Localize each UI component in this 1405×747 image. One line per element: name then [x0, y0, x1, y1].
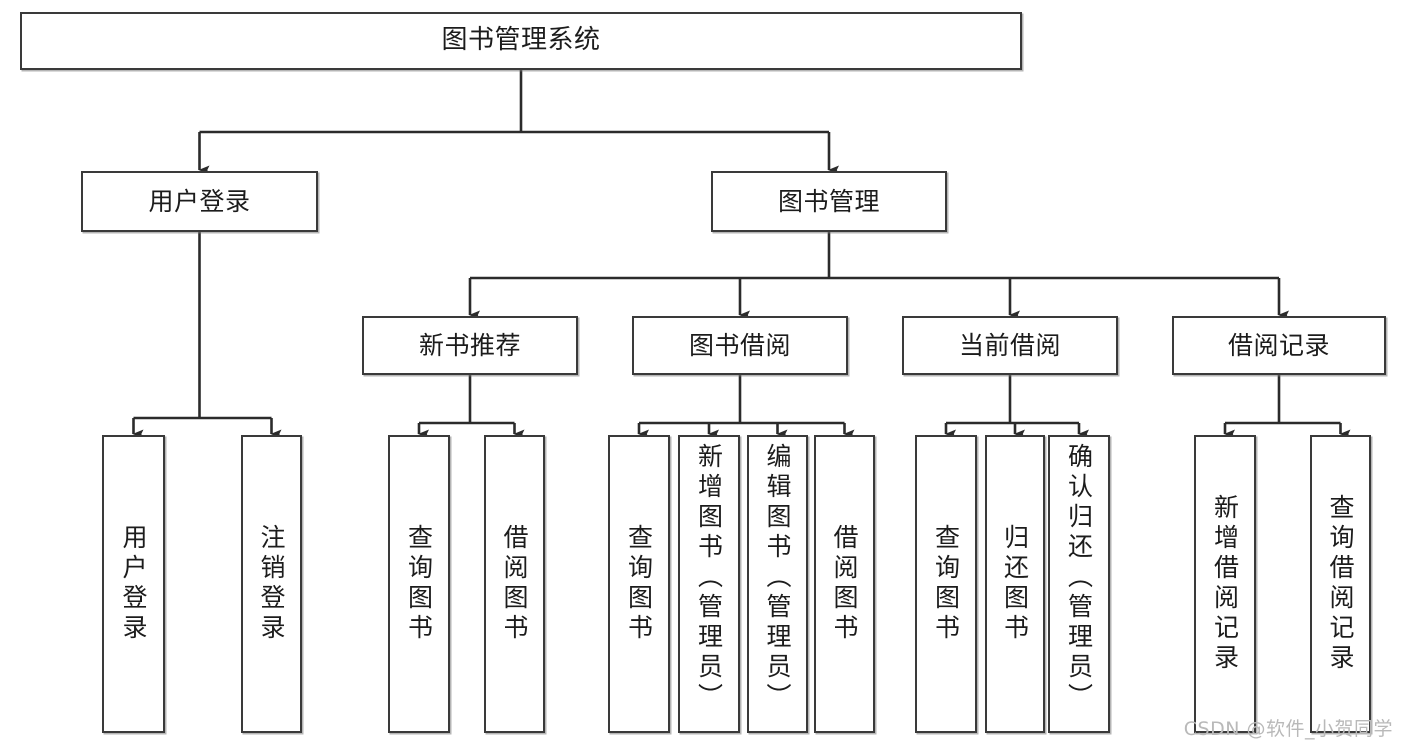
node-label: 图书借阅: [688, 330, 791, 360]
node-leaf-query-book-borrow[interactable]: 查询图书: [608, 435, 670, 733]
node-borrow-record[interactable]: 借阅记录: [1172, 316, 1386, 375]
node-label: 图书管理: [777, 186, 880, 216]
node-leaf-edit-book-admin[interactable]: 编辑图书（管理员）: [747, 435, 808, 733]
node-leaf-user-login[interactable]: 用户登录: [102, 435, 165, 733]
node-label: 新增借阅记录: [1210, 494, 1240, 674]
node-label: 用户登录: [148, 186, 251, 216]
node-leaf-add-borrow-record[interactable]: 新增借阅记录: [1194, 435, 1256, 733]
node-label: 借阅图书: [500, 524, 529, 644]
node-label: 新增图书（管理员）: [694, 443, 724, 713]
node-leaf-query-borrow-record[interactable]: 查询借阅记录: [1310, 435, 1371, 733]
node-leaf-query-book-current[interactable]: 查询图书: [915, 435, 977, 733]
node-label: 查询图书: [404, 524, 434, 644]
node-book-borrow[interactable]: 图书借阅: [632, 316, 848, 375]
node-new-book-recommendation[interactable]: 新书推荐: [362, 316, 578, 375]
node-book-management[interactable]: 图书管理: [711, 171, 947, 232]
node-label: 查询借阅记录: [1326, 494, 1355, 674]
node-user-login[interactable]: 用户登录: [81, 171, 318, 232]
node-label: 编辑图书（管理员）: [763, 443, 792, 713]
node-label: 借阅记录: [1227, 330, 1330, 360]
node-root-system[interactable]: 图书管理系统: [20, 12, 1022, 70]
csdn-watermark: CSDN @软件_小贺同学: [1183, 718, 1393, 740]
node-leaf-query-book-recommend[interactable]: 查询图书: [388, 435, 450, 733]
node-label: 新书推荐: [418, 330, 521, 360]
node-label: 当前借阅: [958, 330, 1061, 360]
node-leaf-add-book-admin[interactable]: 新增图书（管理员）: [678, 435, 740, 733]
node-label: 借阅图书: [830, 524, 859, 644]
node-leaf-borrow-book-recommend[interactable]: 借阅图书: [484, 435, 545, 733]
node-label: 图书管理系统: [441, 25, 601, 56]
node-leaf-return-book[interactable]: 归还图书: [985, 435, 1045, 733]
node-label: 确认归还（管理员）: [1064, 443, 1094, 713]
node-current-borrow[interactable]: 当前借阅: [902, 316, 1118, 375]
node-leaf-logout[interactable]: 注销登录: [241, 435, 302, 733]
node-leaf-confirm-return-admin[interactable]: 确认归还（管理员）: [1048, 435, 1110, 733]
node-label: 查询图书: [931, 524, 961, 644]
node-label: 归还图书: [1000, 524, 1030, 644]
edge-paths: [132, 70, 1351, 439]
node-label: 注销登录: [257, 524, 286, 644]
node-label: 用户登录: [119, 524, 148, 644]
node-label: 查询图书: [624, 524, 654, 644]
node-leaf-borrow-book[interactable]: 借阅图书: [814, 435, 875, 733]
